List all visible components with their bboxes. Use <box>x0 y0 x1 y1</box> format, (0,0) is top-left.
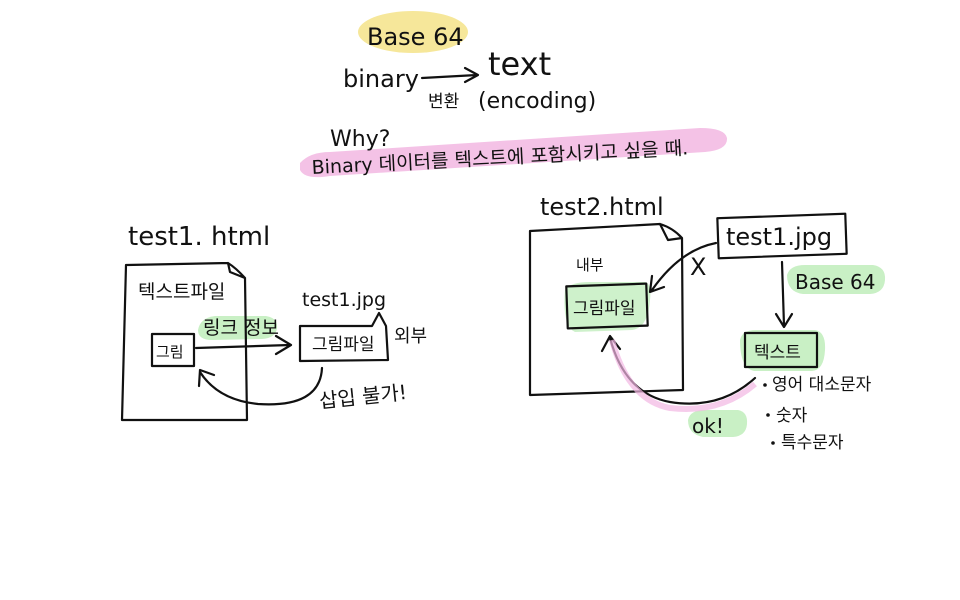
why-text: Why? <box>330 127 390 152</box>
link-label: 링크 정보 <box>203 317 279 339</box>
right-jpg-box <box>716 212 848 260</box>
title-text: Base 64 <box>367 23 464 51</box>
text-box-highlight <box>740 330 826 371</box>
outside-label: 외부 <box>394 326 427 347</box>
link-label-highlight <box>198 316 278 340</box>
insert-arrow <box>197 366 324 406</box>
ok-label: ok! <box>692 414 724 438</box>
base64-label: Base 64 <box>795 270 876 294</box>
right-jpg-box-text: test1.jpg <box>726 223 832 251</box>
insert-label: 삽입 불가! <box>318 380 408 413</box>
left-jpg-name: test1.jpg <box>302 289 386 311</box>
bullet-item: 영어 대소문자 <box>772 375 872 395</box>
link-arrow <box>194 334 293 356</box>
right-text-box <box>743 331 819 369</box>
title-highlight <box>358 11 468 53</box>
binary-text: binary <box>343 65 419 93</box>
left-jpg-box <box>298 311 390 363</box>
rejected-arrow <box>648 241 718 294</box>
left-document <box>120 261 249 422</box>
right-image-box-text: 그림파일 <box>573 299 636 319</box>
left-jpg-box-text: 그림파일 <box>312 335 375 355</box>
bullet-list: 영어 대소문자 숫자 특수문자 <box>763 375 872 453</box>
bullet-dot <box>766 413 770 417</box>
left-file-name: test1. html <box>128 222 270 252</box>
right-text-box-text: 텍스트 <box>754 343 801 363</box>
left-image-box-text: 그림 <box>156 343 184 361</box>
left-image-box <box>150 332 196 368</box>
right-image-box <box>565 282 649 330</box>
inner-image-highlight <box>564 282 651 332</box>
ok-arrow-highlight <box>609 339 757 412</box>
why-line-highlight <box>300 128 728 178</box>
bullet-dot <box>763 383 767 387</box>
base64-highlight <box>787 265 886 294</box>
base64-arrow <box>774 260 794 329</box>
ok-highlight <box>688 410 748 437</box>
right-file-name: test2.html <box>540 193 664 221</box>
bullet-item: 특수문자 <box>781 433 844 453</box>
right-document <box>528 222 685 397</box>
bullet-dot <box>771 441 775 445</box>
left-doc-label: 텍스트파일 <box>138 281 225 303</box>
encoding-text: (encoding) <box>478 89 596 114</box>
text-word: text <box>488 45 551 83</box>
inside-label: 내부 <box>576 256 604 274</box>
encoding-arrow <box>420 66 480 84</box>
arrow-label: 변환 <box>428 92 459 112</box>
bullet-item: 숫자 <box>776 406 808 426</box>
x-mark: X <box>690 253 706 281</box>
